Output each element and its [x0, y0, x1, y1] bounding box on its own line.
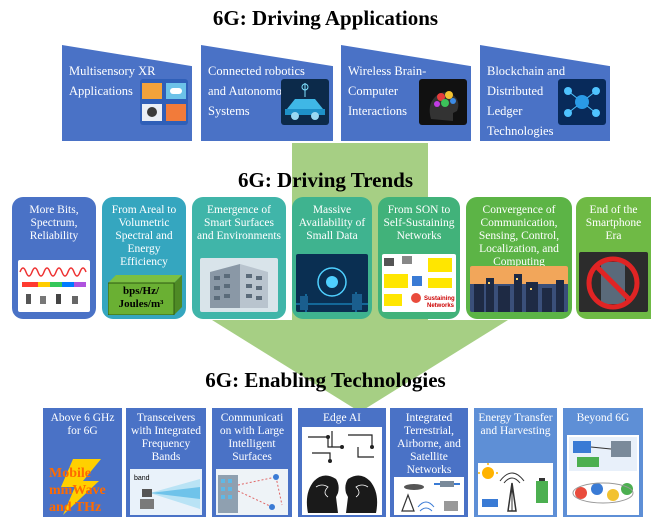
tech-card-intelligent-surfaces: Communicati on with Large Intelligent Su…	[212, 408, 292, 517]
tech-label: Edge AI	[322, 412, 361, 424]
energy-harvest-icon	[478, 463, 553, 515]
satellite-drone-icon	[394, 477, 464, 515]
trend-card-bits: More Bits, Spectrum, Reliability	[12, 197, 96, 319]
volumetric-box: bps/Hz/ Joules/m³	[107, 275, 182, 316]
tech-label: Integrated Terrestrial, Airborne, and Sa…	[397, 412, 461, 476]
blockchain-network-icon	[558, 79, 606, 125]
app-label: Blockchain and Distributed Ledger Techno…	[487, 64, 566, 138]
tech-label: Beyond 6G	[576, 412, 630, 424]
tech-card-edge-ai: Edge AI	[298, 408, 386, 517]
app-card-xr: Multisensory XR Applications	[62, 45, 192, 141]
trend-card-small-data: Massive Availability of Small Data	[292, 197, 372, 319]
city-skyline-icon	[470, 266, 568, 312]
tech-card-energy: Energy Transfer and Harvesting	[474, 408, 557, 517]
tech-label: Communicati on with Large Intelligent Su…	[219, 412, 285, 463]
trend-card-smartphone: End of the Smartphone Era	[576, 197, 651, 319]
tech-card-integrated-networks: Integrated Terrestrial, Airborne, and Sa…	[390, 408, 468, 517]
trend-label: Convergence of Communication, Sensing, C…	[478, 204, 560, 268]
trend-label: More Bits, Spectrum, Reliability	[29, 204, 79, 242]
app-label: Wireless Brain-Computer Interactions	[348, 64, 427, 118]
app-label: Multisensory XR Applications	[69, 64, 156, 98]
trend-label: Emergence of Smart Surfaces and Environm…	[197, 204, 281, 242]
trend-label: From Areal to Volumetric Spectral and En…	[111, 204, 177, 268]
quantum-icon	[567, 435, 639, 515]
heading-technologies: 6G: Enabling Technologies	[205, 368, 446, 392]
tech-label: Transceivers with Integrated Frequency B…	[131, 412, 201, 463]
heading-applications: 6G: Driving Applications	[212, 6, 439, 30]
spectrum-icon	[18, 260, 90, 312]
trend-card-surfaces: Emergence of Smart Surfaces and Environm…	[192, 197, 286, 319]
tech-card-above-6ghz: Above 6 GHz for 6G Mobile mmWave and THz	[43, 408, 122, 517]
band-label: band	[134, 475, 150, 482]
trend-card-convergence: Convergence of Communication, Sensing, C…	[466, 197, 572, 319]
app-card-robotics: Connected robotics and Autonomous System…	[201, 45, 333, 141]
volumetric-box-label: bps/Hz/ Joules/m³	[118, 285, 164, 310]
mmwave-lightning-icon: Mobile mmWave and THz	[43, 457, 122, 515]
ai-heads-icon	[302, 427, 382, 515]
brain-icon	[419, 79, 467, 125]
trend-label: From SON to Self-Sustaining Networks	[383, 204, 455, 242]
trend-card-volumetric: From Areal to Volumetric Spectral and En…	[102, 197, 186, 319]
trend-card-self-sustaining: From SON to Self-Sustaining Networks Sus…	[378, 197, 460, 319]
heading-trends: 6G: Driving Trends	[237, 168, 414, 192]
mmwave-thz-overlay: Mobile mmWave and THz	[49, 466, 106, 515]
autonomous-car-icon	[281, 79, 329, 125]
intelligent-surface-icon	[216, 469, 288, 515]
tech-card-beyond-6g: Beyond 6G	[563, 408, 643, 517]
sustaining-networks-label: Sustaining Networks	[424, 296, 455, 309]
trend-label: End of the Smartphone Era	[585, 204, 642, 242]
data-city-icon	[296, 254, 368, 312]
frequency-bands-icon: band	[130, 469, 202, 515]
app-card-blockchain: Blockchain and Distributed Ledger Techno…	[480, 45, 610, 141]
xr-devices-icon	[140, 79, 188, 125]
tech-label: Energy Transfer and Harvesting	[478, 412, 553, 437]
no-smartphone-icon	[579, 252, 648, 312]
tech-label: Above 6 GHz for 6G	[50, 412, 115, 437]
app-label: Connected robotics and Autonomous System…	[208, 64, 305, 118]
tech-card-transceivers: Transceivers with Integrated Frequency B…	[126, 408, 206, 517]
flow-arrow-head	[212, 320, 508, 412]
app-card-bci: Wireless Brain-Computer Interactions	[341, 45, 471, 141]
network-diagram-icon: Sustaining Networks	[382, 254, 456, 312]
smart-building-icon	[200, 258, 278, 312]
trend-label: Massive Availability of Small Data	[298, 204, 366, 242]
